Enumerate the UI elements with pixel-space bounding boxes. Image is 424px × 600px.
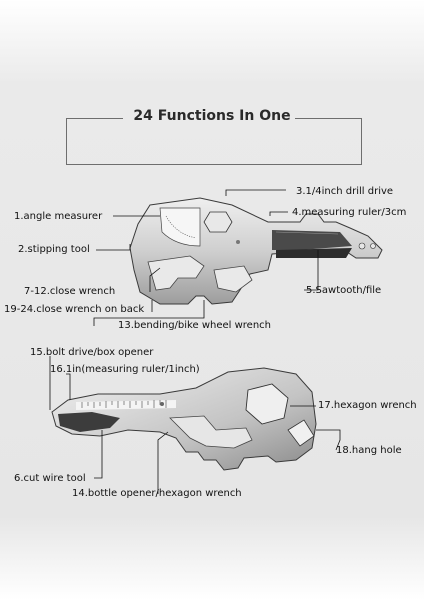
label-close-wrench: 7-12.close wrench bbox=[24, 286, 116, 297]
label-close-wrench-back: 19-24.close wrench on back bbox=[4, 304, 145, 315]
label-bending-wrench: 13.bending/bike wheel wrench bbox=[118, 320, 271, 331]
label-cut-wire-tool: 6.cut wire tool bbox=[14, 473, 86, 484]
page-title: 24 Functions In One bbox=[133, 108, 291, 124]
label-hang-hole: 18.hang hole bbox=[336, 445, 402, 456]
label-bottle-opener: 14.bottle opener/hexagon wrench bbox=[72, 488, 242, 499]
label-bolt-drive: 15.bolt drive/box opener bbox=[30, 347, 154, 358]
label-hexagon-wrench: 17.hexagon wrench bbox=[318, 400, 417, 411]
title-frame bbox=[66, 118, 362, 165]
leader-lines bbox=[49, 189, 341, 494]
key-tool-bottom-icon bbox=[51, 367, 317, 471]
label-angle-measurer: 1.angle measurer bbox=[14, 211, 103, 222]
label-measuring-ruler-inch: 16.1in(measuring ruler/1inch) bbox=[50, 364, 200, 375]
label-drill-drive: 3.1/4inch drill drive bbox=[296, 186, 394, 197]
key-tool-top-icon bbox=[129, 197, 383, 305]
label-sawtooth-file: 5.Sawtooth/file bbox=[306, 285, 382, 296]
label-stipping-tool: 2.stipping tool bbox=[18, 244, 90, 255]
label-measuring-ruler-cm: 4.measuring ruler/3cm bbox=[292, 207, 407, 218]
